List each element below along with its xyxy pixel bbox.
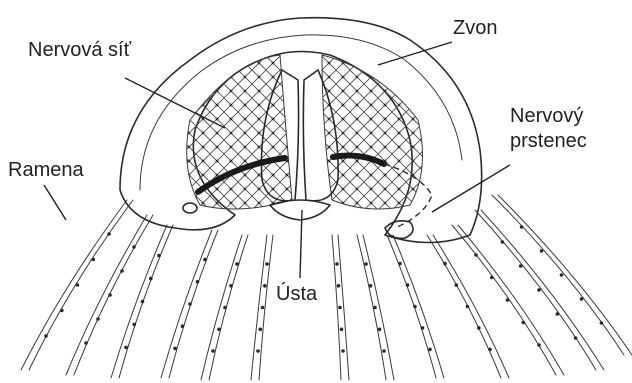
tentacle-line — [209, 235, 248, 380]
tentacle-line — [393, 235, 444, 378]
tentacle-dot — [149, 277, 153, 281]
tentacle-line — [161, 230, 212, 378]
tentacle-dot — [181, 324, 185, 328]
tentacle-dot — [211, 349, 215, 353]
tentacle-dot — [263, 284, 267, 288]
tentacle-dot — [398, 262, 402, 266]
tentacle-dot — [519, 264, 523, 268]
tentacle-line — [111, 225, 167, 378]
tentacle-dot — [132, 245, 136, 249]
tentacle-dot — [488, 348, 492, 352]
tentacle-dot — [124, 346, 128, 350]
tentacles — [21, 195, 632, 380]
tentacle-dot — [364, 262, 368, 266]
tentacle-dot — [428, 348, 432, 352]
tentacle-dot — [223, 306, 227, 310]
tentacle-line — [481, 210, 604, 370]
tentacle-dot — [560, 273, 564, 277]
tentacle-dot — [369, 284, 373, 288]
tentacle-dot — [506, 298, 510, 302]
tentacle-line — [357, 235, 386, 380]
tentacle-dot — [490, 276, 494, 280]
tentacle-dot — [421, 326, 425, 330]
tentacle-dot — [378, 328, 382, 332]
tentacle-dot — [335, 262, 339, 266]
tentacle-dot — [474, 253, 478, 257]
tentacle-line — [74, 215, 153, 375]
tentacle-dot — [337, 284, 341, 288]
label-ramena: Ramena — [8, 159, 84, 181]
tentacle-dot — [574, 336, 578, 340]
tentacle-dot — [522, 321, 526, 325]
tentacle-dot — [373, 306, 377, 310]
tentacle-dot — [203, 258, 207, 262]
tentacle-dot — [382, 349, 386, 353]
tentacle-line — [433, 235, 509, 378]
tentacle-dot — [340, 328, 344, 332]
tentacle-line — [492, 195, 624, 355]
tentacle-dot — [537, 288, 541, 292]
tentacle-line — [169, 230, 218, 378]
tentacle-line — [427, 235, 501, 378]
tentacle-dot — [580, 297, 584, 301]
tentacle-line — [452, 225, 556, 375]
tentacle-line — [363, 235, 394, 380]
tentacle-dot — [477, 326, 481, 330]
tentacle-dot — [196, 280, 200, 284]
tentacle-dot — [92, 258, 96, 262]
label-nervova-sit: Nervová síť — [28, 39, 132, 61]
tentacle-stump-left — [183, 203, 197, 213]
leader-zvon — [378, 42, 452, 65]
tentacle-dot — [455, 283, 459, 287]
tentacle-line — [66, 215, 147, 375]
label-nervovy: Nervový — [510, 105, 583, 127]
tentacle-dot — [466, 305, 470, 309]
tentacle-dot — [537, 343, 541, 347]
tentacle-dot — [217, 328, 221, 332]
tentacle-dot — [265, 262, 269, 266]
bell-outer — [120, 18, 482, 243]
tentacle-dot — [501, 240, 505, 244]
tentacle-line — [387, 235, 436, 378]
label-usta: Ústa — [276, 282, 318, 305]
tentacle-dot — [256, 349, 260, 353]
tentacle-dot — [540, 249, 544, 253]
tentacle-dot — [120, 269, 124, 273]
label-zvon: Zvon — [453, 17, 497, 39]
tentacle-dot — [413, 305, 417, 309]
tentacle-dot — [133, 323, 137, 327]
tentacle-dot — [108, 293, 112, 297]
mouth — [270, 200, 330, 220]
tentacle-dot — [44, 334, 48, 338]
leader-ramena — [44, 185, 66, 220]
tentacle-dot — [406, 283, 410, 287]
tentacle-dot — [60, 309, 64, 313]
tentacle-dot — [520, 225, 524, 229]
tentacle-dot — [157, 254, 161, 258]
tentacle-dot — [96, 317, 100, 321]
tentacle-dot — [76, 283, 80, 287]
tentacle-dot — [556, 312, 560, 316]
tentacle-line — [21, 200, 127, 370]
tentacle-dot — [261, 306, 265, 310]
label-prstenec: prstenec — [510, 130, 587, 152]
tentacle-dot — [84, 341, 88, 345]
tentacle-dot — [173, 347, 177, 351]
tentacle-line — [29, 200, 133, 370]
tentacle-dot — [338, 306, 342, 310]
tentacle-dot — [229, 284, 233, 288]
tentacle-dot — [443, 262, 447, 266]
tentacle-dot — [235, 262, 239, 266]
tentacle-dot — [259, 328, 263, 332]
tentacle-line — [119, 225, 173, 378]
tentacle-dot — [341, 349, 345, 353]
nerve-net — [180, 50, 433, 220]
tentacle-dot — [107, 232, 111, 236]
tentacle-dot — [600, 321, 604, 325]
tentacle-dot — [141, 300, 145, 304]
tentacle-dot — [188, 302, 192, 306]
leader-nervovy-prstenec — [432, 165, 510, 212]
